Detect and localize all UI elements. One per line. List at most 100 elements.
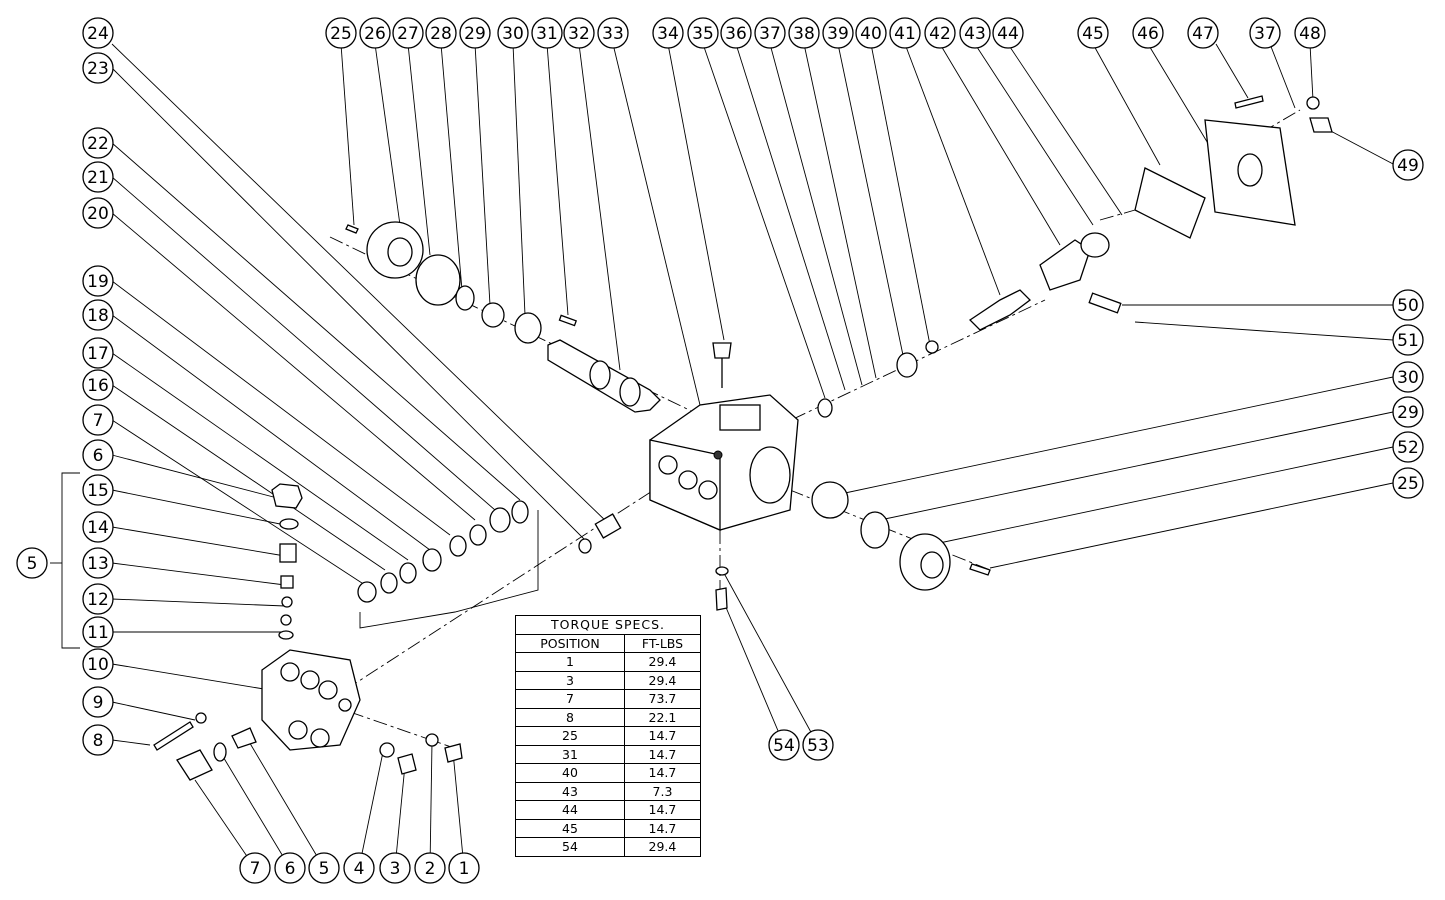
- ft-lbs-cell: 29.4: [623, 652, 702, 672]
- callout-number: 50: [1397, 296, 1419, 316]
- callout-34: 34: [652, 17, 684, 49]
- torque-table-title: TORQUE SPECS.: [515, 615, 701, 635]
- callout-number: 12: [87, 590, 109, 610]
- callout-51: 51: [1392, 324, 1424, 356]
- callout-49: 49: [1392, 149, 1424, 181]
- fasteners-bottom: [153, 342, 732, 781]
- callout-14: 14: [82, 511, 114, 543]
- callout-24: 24: [82, 17, 114, 49]
- callout-6: 6: [82, 439, 114, 471]
- column-header-position: POSITION: [515, 633, 625, 653]
- callout-37: 37: [1249, 17, 1281, 49]
- ft-lbs-cell: 22.1: [623, 707, 702, 727]
- column-header-ft-lbs: FT-LBS: [623, 633, 702, 653]
- callout-number: 52: [1397, 438, 1419, 458]
- callout-39: 39: [822, 17, 854, 49]
- callout-number: 1: [459, 859, 470, 879]
- crankcase-body: [649, 394, 799, 531]
- position-cell: 45: [515, 818, 625, 838]
- ft-lbs-cell: 14.7: [623, 726, 702, 746]
- callout-number: 18: [87, 306, 109, 326]
- callout-number: 4: [354, 859, 365, 879]
- callout-number: 43: [964, 24, 986, 44]
- callout-19: 19: [82, 265, 114, 297]
- callout-4: 4: [343, 852, 375, 884]
- position-cell: 7: [515, 689, 625, 709]
- callout-16: 16: [82, 369, 114, 401]
- callout-26: 26: [359, 17, 391, 49]
- callout-number: 30: [1397, 368, 1419, 388]
- callout-number: 39: [827, 24, 849, 44]
- callout-32: 32: [563, 17, 595, 49]
- position-cell: 44: [515, 800, 625, 820]
- position-cell: 25: [515, 726, 625, 746]
- callout-number: 5: [319, 859, 330, 879]
- crankshaft: [547, 339, 661, 413]
- callout-22: 22: [82, 127, 114, 159]
- callout-number: 21: [87, 168, 109, 188]
- callout-15: 15: [82, 474, 114, 506]
- callout-54: 54: [768, 729, 800, 761]
- callout-number: 19: [87, 272, 109, 292]
- callout-44: 44: [992, 17, 1024, 49]
- callout-40: 40: [855, 17, 887, 49]
- ft-lbs-cell: 29.4: [623, 670, 702, 690]
- callout-7: 7: [239, 852, 271, 884]
- callout-41: 41: [889, 17, 921, 49]
- ft-lbs-cell: 14.7: [623, 800, 702, 820]
- callout-number: 13: [87, 554, 109, 574]
- callout-number: 29: [1397, 403, 1419, 423]
- callout-48: 48: [1294, 17, 1326, 49]
- callout-38: 38: [788, 17, 820, 49]
- callout-31: 31: [531, 17, 563, 49]
- callout-number: 29: [464, 24, 486, 44]
- seal-kit: [357, 500, 622, 603]
- callout-29: 29: [459, 17, 491, 49]
- callout-number: 44: [997, 24, 1019, 44]
- callout-5: 5: [308, 852, 340, 884]
- callout-33: 33: [597, 17, 629, 49]
- callout-9: 9: [82, 686, 114, 718]
- callout-17: 17: [82, 337, 114, 369]
- callout-number: 35: [692, 24, 714, 44]
- callout-43: 43: [959, 17, 991, 49]
- callout-30: 30: [497, 17, 529, 49]
- position-cell: 8: [515, 707, 625, 727]
- ft-lbs-cell: 14.7: [623, 744, 702, 764]
- callout-number: 5: [27, 554, 38, 574]
- callout-28: 28: [425, 17, 457, 49]
- callout-number: 42: [929, 24, 951, 44]
- callout-number: 8: [93, 731, 104, 751]
- callout-number: 28: [430, 24, 452, 44]
- callout-number: 26: [364, 24, 386, 44]
- callout-number: 41: [894, 24, 916, 44]
- connecting-rod: [817, 232, 1122, 418]
- callout-number: 2: [425, 859, 436, 879]
- callout-number: 20: [87, 204, 109, 224]
- callout-number: 45: [1082, 24, 1104, 44]
- callout-number: 25: [1397, 474, 1419, 494]
- bearing-cover-right: [811, 481, 991, 591]
- callout-number: 31: [536, 24, 558, 44]
- callout-46: 46: [1132, 17, 1164, 49]
- callout-29: 29: [1392, 396, 1424, 428]
- callout-number: 54: [773, 736, 795, 756]
- callout-number: 22: [87, 134, 109, 154]
- position-cell: 31: [515, 744, 625, 764]
- callout-number: 23: [87, 59, 109, 79]
- callout-20: 20: [82, 197, 114, 229]
- callout-10: 10: [82, 648, 114, 680]
- callout-number: 6: [285, 859, 296, 879]
- callout-number: 32: [568, 24, 590, 44]
- callout-37: 37: [754, 17, 786, 49]
- ft-lbs-cell: 73.7: [623, 689, 702, 709]
- callout-number: 30: [502, 24, 524, 44]
- rear-cover: [1134, 95, 1333, 239]
- callout-13: 13: [82, 547, 114, 579]
